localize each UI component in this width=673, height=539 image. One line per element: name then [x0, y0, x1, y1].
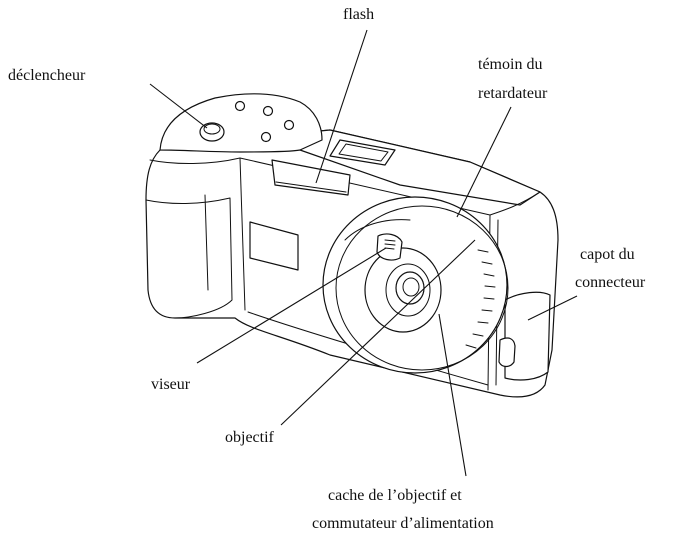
label-viewfinder: viseur	[151, 376, 191, 393]
grip-edge	[149, 157, 246, 311]
shutter-hump	[159, 93, 323, 153]
leader-lens	[280, 239, 476, 426]
top-button-3-icon	[283, 119, 295, 131]
label-shutter: déclencheur	[8, 67, 86, 84]
label-timer-line1: témoin du	[478, 56, 543, 73]
top-button-4-icon	[260, 131, 272, 143]
label-timer-line2: retardateur	[478, 85, 548, 102]
leader-timer	[456, 106, 512, 218]
viewfinder-glyph	[384, 239, 396, 250]
grip-ridge	[204, 194, 209, 291]
front-viewfinder	[376, 233, 403, 261]
top-window-inner	[338, 143, 389, 162]
flash-window	[271, 159, 351, 196]
label-connector-line1: capot du	[580, 246, 635, 263]
lens-cover-rim	[335, 205, 509, 371]
side-window	[249, 221, 299, 271]
right-side	[489, 191, 541, 216]
leader-cover	[438, 313, 467, 477]
leader-connector	[527, 295, 578, 321]
lens-mount	[385, 263, 431, 317]
lens-glass-inner	[402, 277, 420, 297]
ring-ridges	[465, 249, 496, 349]
leader-viewfinder	[196, 247, 387, 364]
shutter-button-top	[203, 123, 221, 135]
leader-shutter	[149, 83, 208, 129]
leader-flash	[315, 29, 368, 184]
flash-window-inner	[275, 181, 347, 193]
label-cover-line2: commutateur d’alimentation	[312, 515, 494, 532]
ring-arc	[344, 219, 411, 241]
label-cover-line1: cache de l’objectif et	[328, 487, 462, 504]
connector-cover	[504, 291, 551, 381]
grip	[145, 197, 233, 319]
connector-tab	[498, 337, 516, 368]
camera-illustration	[145, 93, 559, 398]
label-lens: objectif	[225, 429, 274, 446]
top-window	[329, 139, 396, 166]
lens-glass	[395, 271, 425, 305]
label-connector-line2: connecteur	[575, 274, 646, 291]
label-flash: flash	[343, 6, 375, 23]
leader-lines	[149, 29, 578, 477]
top-button-2-icon	[262, 105, 274, 117]
top-button-1-icon	[234, 100, 246, 112]
